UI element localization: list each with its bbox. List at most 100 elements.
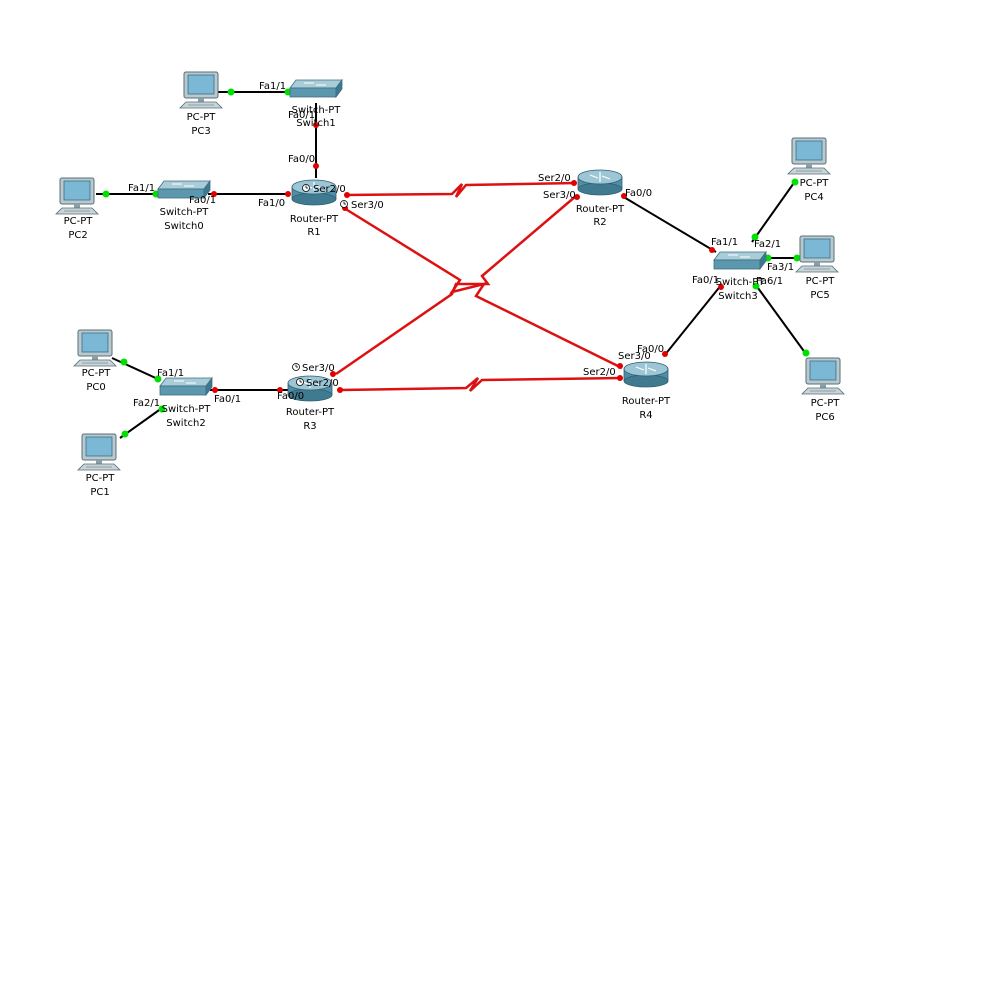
port-label: Ser2/0 [313, 184, 346, 195]
device-pc4[interactable]: PC-PT PC4 [787, 137, 831, 203]
device-type-label: Router-PT [286, 407, 335, 418]
device-pc6[interactable]: PC-PT PC6 [801, 357, 845, 423]
port-down-indicator [662, 351, 668, 357]
link-r2-switch3[interactable] [621, 195, 717, 253]
pc-icon [787, 137, 831, 175]
device-name-label: PC1 [90, 487, 109, 498]
clock-icon [292, 363, 300, 371]
port-down-indicator [709, 247, 715, 253]
port-up-indicator [227, 88, 235, 96]
port-down-indicator [337, 387, 343, 393]
device-r3[interactable]: Router-PT R3 [286, 375, 335, 432]
port-label: Fa0/0 [288, 154, 315, 165]
pc-icon [795, 235, 839, 273]
port-label: Fa2/1 [754, 239, 781, 250]
device-switch0[interactable]: Switch-PT Switch0 [157, 180, 211, 232]
port-up-indicator [121, 430, 129, 438]
link-r1-r4-serial[interactable] [343, 206, 623, 370]
port-label: Ser3/0 [543, 190, 576, 201]
port-down-indicator [617, 375, 623, 381]
device-type-label: PC-PT [86, 473, 116, 484]
pc-icon [77, 433, 121, 471]
port-label: Fa0/1 [692, 275, 719, 286]
link-r4-switch3[interactable] [663, 283, 723, 357]
device-name-label: R3 [303, 421, 316, 432]
link-r1-r2-serial[interactable] [345, 181, 577, 198]
port-down-indicator [313, 163, 319, 169]
device-type-label: Switch-PT [716, 277, 766, 288]
link-r3-r2-serial[interactable] [335, 195, 577, 376]
port-label: Fa0/0 [637, 344, 664, 355]
link-pc0-switch2[interactable] [111, 357, 161, 381]
port-down-indicator [330, 371, 336, 377]
port-label: Ser2/0 [306, 378, 339, 389]
port-down-indicator [212, 387, 218, 393]
device-name-label: PC5 [810, 290, 829, 301]
pc-icon [73, 329, 117, 367]
port-label: Fa0/1 [288, 110, 315, 121]
device-name-label: PC0 [86, 382, 105, 393]
port-down-indicator [718, 284, 724, 290]
device-type-label: PC-PT [800, 178, 830, 189]
device-r1[interactable]: Router-PT R1 [290, 179, 339, 238]
port-up-indicator [120, 358, 128, 366]
device-name-label: PC2 [68, 230, 87, 241]
pc-icon [179, 71, 223, 109]
port-up-indicator [154, 375, 162, 383]
device-switch1[interactable]: Switch-PT Switch1 [289, 79, 343, 129]
device-name-label: PC3 [191, 126, 210, 137]
device-type-label: PC-PT [64, 216, 94, 227]
port-label: Fa1/1 [157, 368, 184, 379]
device-type-label: PC-PT [806, 276, 836, 287]
device-type-label: Router-PT [576, 204, 625, 215]
router-icon [577, 169, 623, 196]
device-r2[interactable]: Router-PT R2 [576, 169, 625, 228]
clock-icon [302, 184, 310, 192]
pc-icon [55, 177, 99, 215]
device-type-label: PC-PT [811, 398, 841, 409]
device-name-label: PC4 [804, 192, 823, 203]
switch-icon [713, 251, 767, 270]
link-pc4-switch3[interactable] [751, 179, 797, 243]
device-name-label: Switch0 [164, 221, 203, 232]
port-label: Fa6/1 [756, 276, 783, 287]
port-down-indicator [211, 191, 217, 197]
device-name-label: Switch1 [296, 118, 335, 129]
device-r4[interactable]: Router-PT R4 [622, 361, 671, 421]
port-up-indicator [158, 405, 166, 413]
device-pc5[interactable]: PC-PT PC5 [795, 235, 839, 301]
port-label: Fa0/0 [277, 391, 304, 402]
port-label: Fa3/1 [767, 262, 794, 273]
device-pc2[interactable]: PC-PT PC2 [55, 177, 99, 241]
device-name-label: R1 [307, 227, 320, 238]
port-up-indicator [752, 282, 760, 290]
link-r3-r4-serial[interactable] [339, 376, 623, 392]
clock-icon [340, 200, 348, 208]
port-down-indicator [344, 192, 350, 198]
device-switch3[interactable]: Switch-PT Switch3 [713, 251, 767, 302]
port-label: Fa2/1 [133, 398, 160, 409]
port-down-indicator [574, 194, 580, 200]
device-name-label: PC6 [815, 412, 834, 423]
router-icon [623, 361, 669, 388]
port-up-indicator [751, 233, 759, 241]
device-switch2[interactable]: Switch-PT Switch2 [159, 377, 213, 429]
device-name-label: Switch2 [166, 418, 205, 429]
link-pc6-switch3[interactable] [757, 287, 807, 355]
port-label: Fa1/1 [128, 183, 155, 194]
switch-icon [159, 377, 213, 396]
device-pc0[interactable]: PC-PT PC0 [73, 329, 117, 393]
port-label: Fa0/1 [214, 394, 241, 405]
device-pc3[interactable]: PC-PT PC3 [179, 71, 223, 137]
port-label: Ser3/0 [351, 200, 384, 211]
port-down-indicator [285, 191, 291, 197]
pc-icon [801, 357, 845, 395]
port-up-indicator [793, 254, 801, 262]
port-down-indicator [617, 363, 623, 369]
device-type-label: Switch-PT [160, 207, 210, 218]
device-pc1[interactable]: PC-PT PC1 [77, 433, 121, 498]
device-name-label: R2 [593, 217, 606, 228]
port-up-indicator [802, 349, 810, 357]
port-label: Ser3/0 [618, 351, 651, 362]
